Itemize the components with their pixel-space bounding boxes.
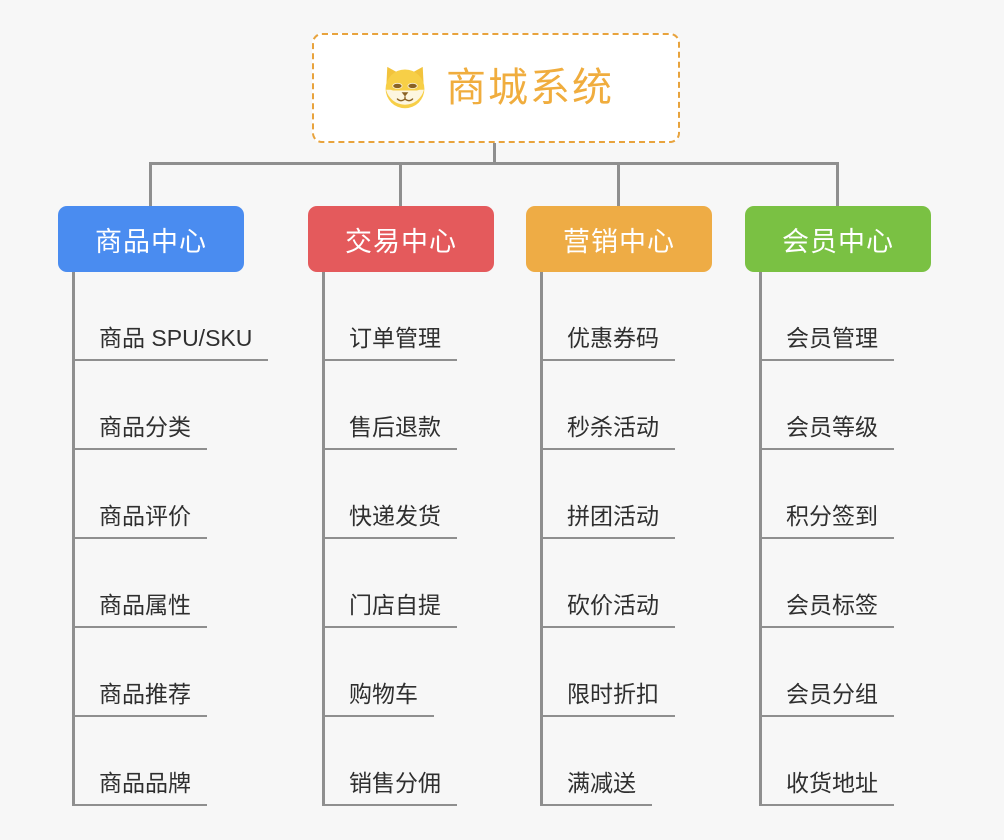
dog-face-icon <box>378 61 432 115</box>
connector-drop-1 <box>149 162 152 207</box>
branch-header-member-center[interactable]: 会员中心 <box>745 206 931 272</box>
connector-bus <box>149 162 839 165</box>
leaf-label: 会员标签 <box>762 594 894 628</box>
leaf-item[interactable]: 订单管理 <box>325 272 494 361</box>
leaf-label: 会员等级 <box>762 416 894 450</box>
leaf-item[interactable]: 商品属性 <box>75 539 244 628</box>
branch-product-center: 商品中心 商品 SPU/SKU 商品分类 商品评价 商品属性 商品推荐 商品品牌 <box>58 206 269 806</box>
leaf-item[interactable]: 秒杀活动 <box>543 361 712 450</box>
leaf-label: 拼团活动 <box>543 505 675 539</box>
leaf-label: 售后退款 <box>325 416 457 450</box>
branch-header-label: 商品中心 <box>95 226 207 257</box>
branch-header-label: 营销中心 <box>563 226 675 257</box>
leaf-item[interactable]: 快递发货 <box>325 450 494 539</box>
leaf-item[interactable]: 商品品牌 <box>75 717 244 806</box>
leaf-label: 销售分佣 <box>325 772 457 806</box>
branch-header-label: 会员中心 <box>782 226 894 257</box>
leaf-label: 商品推荐 <box>75 683 207 717</box>
leaf-item[interactable]: 积分签到 <box>762 450 931 539</box>
leaf-item[interactable]: 会员等级 <box>762 361 931 450</box>
leaf-label: 快递发货 <box>325 505 457 539</box>
leaf-label: 砍价活动 <box>543 594 675 628</box>
leaf-item[interactable]: 满减送 <box>543 717 712 806</box>
branch-trade-center: 交易中心 订单管理 售后退款 快递发货 门店自提 购物车 销售分佣 <box>308 206 494 806</box>
leaf-item[interactable]: 商品 SPU/SKU <box>75 272 269 361</box>
leaf-label: 会员管理 <box>762 327 894 361</box>
leaf-item[interactable]: 商品推荐 <box>75 628 244 717</box>
leaf-item[interactable]: 销售分佣 <box>325 717 494 806</box>
branch-marketing-center: 营销中心 优惠券码 秒杀活动 拼团活动 砍价活动 限时折扣 满减送 <box>526 206 712 806</box>
leaf-item[interactable]: 会员管理 <box>762 272 931 361</box>
leaf-label: 会员分组 <box>762 683 894 717</box>
branch-header-product-center[interactable]: 商品中心 <box>58 206 244 272</box>
leaf-item[interactable]: 会员标签 <box>762 539 931 628</box>
leaf-item[interactable]: 砍价活动 <box>543 539 712 628</box>
leaf-list-marketing-center: 优惠券码 秒杀活动 拼团活动 砍价活动 限时折扣 满减送 <box>540 272 712 806</box>
leaf-label: 满减送 <box>543 772 652 806</box>
leaf-label: 订单管理 <box>325 327 457 361</box>
leaf-item[interactable]: 限时折扣 <box>543 628 712 717</box>
leaf-label: 门店自提 <box>325 594 457 628</box>
leaf-list-trade-center: 订单管理 售后退款 快递发货 门店自提 购物车 销售分佣 <box>322 272 494 806</box>
connector-drop-3 <box>617 162 620 207</box>
leaf-label: 商品品牌 <box>75 772 207 806</box>
branch-header-trade-center[interactable]: 交易中心 <box>308 206 494 272</box>
leaf-item[interactable]: 售后退款 <box>325 361 494 450</box>
leaf-item[interactable]: 拼团活动 <box>543 450 712 539</box>
leaf-item[interactable]: 会员分组 <box>762 628 931 717</box>
leaf-item[interactable]: 收货地址 <box>762 717 931 806</box>
leaf-item[interactable]: 购物车 <box>325 628 494 717</box>
leaf-label: 商品 SPU/SKU <box>75 327 269 361</box>
leaf-label: 商品评价 <box>75 505 207 539</box>
connector-drop-2 <box>399 162 402 207</box>
leaf-label: 收货地址 <box>762 772 894 806</box>
connector-trunk <box>493 143 496 165</box>
leaf-label: 商品属性 <box>75 594 207 628</box>
leaf-list-member-center: 会员管理 会员等级 积分签到 会员标签 会员分组 收货地址 <box>759 272 931 806</box>
leaf-item[interactable]: 门店自提 <box>325 539 494 628</box>
leaf-label: 优惠券码 <box>543 327 675 361</box>
leaf-label: 购物车 <box>325 683 434 717</box>
leaf-item[interactable]: 优惠券码 <box>543 272 712 361</box>
leaf-label: 秒杀活动 <box>543 416 675 450</box>
leaf-label: 积分签到 <box>762 505 894 539</box>
connector-drop-4 <box>836 162 839 207</box>
root-title: 商城系统 <box>446 66 614 110</box>
leaf-label: 限时折扣 <box>543 683 675 717</box>
leaf-item[interactable]: 商品评价 <box>75 450 244 539</box>
leaf-item[interactable]: 商品分类 <box>75 361 244 450</box>
branch-member-center: 会员中心 会员管理 会员等级 积分签到 会员标签 会员分组 收货地址 <box>745 206 931 806</box>
branch-header-marketing-center[interactable]: 营销中心 <box>526 206 712 272</box>
branch-header-label: 交易中心 <box>345 226 457 257</box>
leaf-label: 商品分类 <box>75 416 207 450</box>
root-node[interactable]: 商城系统 <box>312 33 680 143</box>
leaf-list-product-center: 商品 SPU/SKU 商品分类 商品评价 商品属性 商品推荐 商品品牌 <box>72 272 269 806</box>
